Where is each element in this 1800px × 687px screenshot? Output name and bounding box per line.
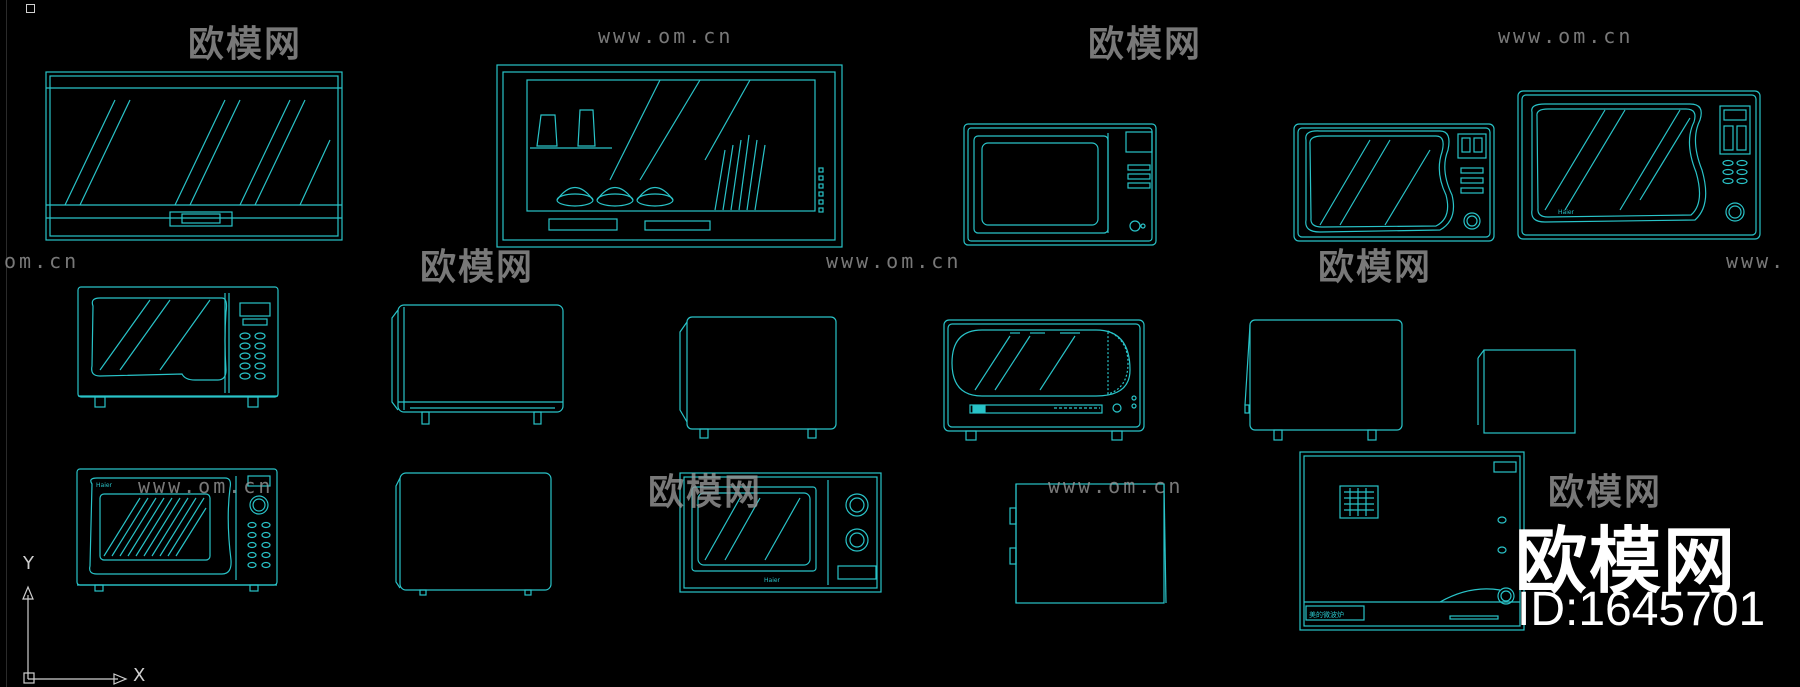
watermark-url: www.om.cn [826, 249, 962, 273]
appliance-microwave-a [963, 123, 1157, 246]
viewport-corner-marker [26, 4, 35, 13]
watermark-url: www.om.cn [1048, 474, 1184, 498]
appliance-small-box [1477, 349, 1576, 434]
watermark-brand: 欧模网 [420, 247, 535, 288]
appliance-built-in-oven [1299, 451, 1525, 631]
appliance-range-hood [45, 71, 343, 241]
appliance-side-view-e [1009, 483, 1167, 604]
model-id: ID:1645701 [1517, 583, 1766, 636]
appliance-microwave-dials [679, 472, 882, 593]
panel-caption-text: 美的微波炉 [1309, 610, 1344, 619]
appliance-microwave-keypad [77, 286, 279, 408]
watermark-url: www.om.cn [138, 474, 274, 498]
watermark-url-partial: om.cn [4, 249, 80, 273]
brand-label-text: Haier [1558, 209, 1575, 216]
appliance-microwave-c [1517, 90, 1761, 240]
appliance-disinfection-cabinet [496, 64, 843, 248]
ucs-icon [22, 585, 128, 685]
brand-label-text: Haier [96, 482, 113, 489]
appliance-side-view-c [1244, 319, 1403, 441]
ucs-y-label: Y [23, 553, 34, 574]
watermark-url: www.om.cn [598, 24, 734, 48]
site-logo: 欧模网 [1515, 519, 1738, 603]
watermark-url-partial: www. [1726, 249, 1787, 273]
appliance-side-view-a [391, 304, 564, 425]
watermark-brand: 欧模网 [1318, 247, 1433, 288]
watermark-url: www.om.cn [1498, 24, 1634, 48]
watermark-brand: 欧模网 [188, 24, 303, 65]
appliance-side-view-b [679, 316, 837, 439]
watermark-brand: 欧模网 [1088, 24, 1203, 65]
appliance-microwave-hatched [76, 468, 278, 592]
watermark-brand: 欧模网 [1548, 472, 1663, 513]
appliance-microwave-oval [943, 319, 1145, 441]
brand-label-text: Haier [764, 577, 781, 584]
watermark-brand: 欧模网 [648, 472, 763, 513]
viewport-left-edge [6, 0, 7, 687]
ucs-x-label: X [133, 665, 146, 686]
appliance-side-view-d [395, 472, 552, 596]
appliance-microwave-b [1293, 123, 1495, 242]
